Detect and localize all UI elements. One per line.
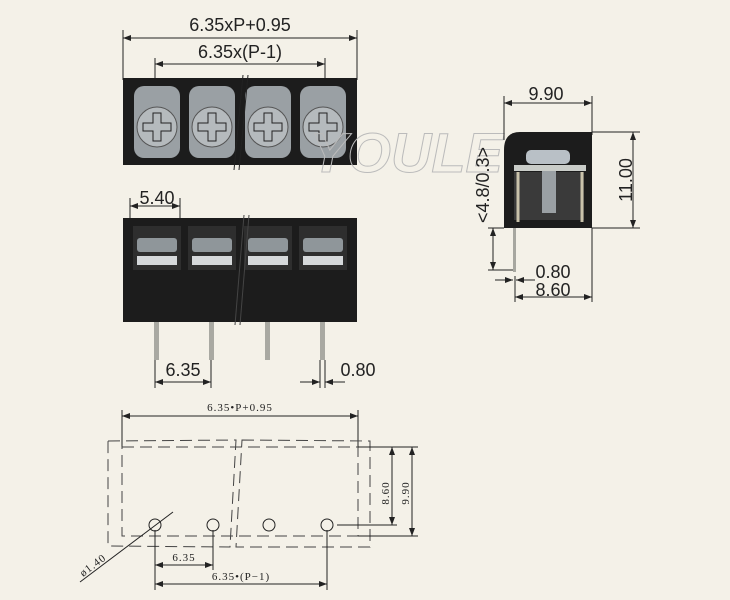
phillips-cross-icon	[197, 112, 227, 142]
phillips-cross-icon	[308, 112, 338, 142]
pin	[209, 322, 214, 360]
pitch-label: 6.35	[165, 360, 200, 380]
outline-depth-label: 9.90	[400, 481, 412, 504]
pin	[154, 322, 159, 360]
pin-offset-label: 8.60	[535, 280, 570, 300]
screw-head-icon	[302, 106, 344, 148]
pcb-hole	[206, 518, 220, 532]
height-label: 11.00	[616, 158, 636, 202]
top-view: 6.35xP+0.95 6.35x(P-1)	[122, 15, 358, 171]
slot-width-label: 5.40	[139, 188, 174, 208]
pin-width-label: 0.80	[340, 360, 375, 380]
pcb-hole	[262, 518, 276, 532]
row-offset-label: 8.60	[380, 481, 392, 504]
overall-width-label: 6.35xP+0.95	[189, 15, 291, 35]
side-view: 9.90 11.00 <4.8/0.3> 0.80 8.60	[473, 84, 640, 302]
pcb-width-label: 6.35•P+0.95	[207, 402, 273, 414]
screw-head-icon	[191, 106, 233, 148]
pin-side	[513, 228, 516, 272]
pcb-pitch-span-label: 6.35•(P−1)	[212, 571, 270, 583]
screw-head-icon	[136, 106, 178, 148]
pin	[265, 322, 270, 360]
pin-length-label: <4.8/0.3>	[473, 147, 493, 223]
watermark-logo: YOULE	[310, 121, 505, 184]
screw-head-icon	[247, 106, 289, 148]
pitch-span-label: 6.35x(P-1)	[198, 42, 282, 62]
pcb-layout: 6.35•P+0.95 8.60 9.90 6.35 6.35•(P−1) ø1…	[78, 402, 418, 590]
depth-label: 9.90	[528, 84, 563, 104]
front-view: 5.40 6.35 0.80	[123, 188, 376, 388]
pin	[320, 322, 325, 360]
pin-width-side-label: 0.80	[535, 262, 570, 282]
phillips-cross-icon	[253, 112, 283, 142]
pcb-pitch-label: 6.35	[172, 552, 195, 564]
hole-diameter-label: ø1.40	[78, 552, 109, 579]
pcb-hole	[320, 518, 334, 532]
phillips-cross-icon	[142, 112, 172, 142]
